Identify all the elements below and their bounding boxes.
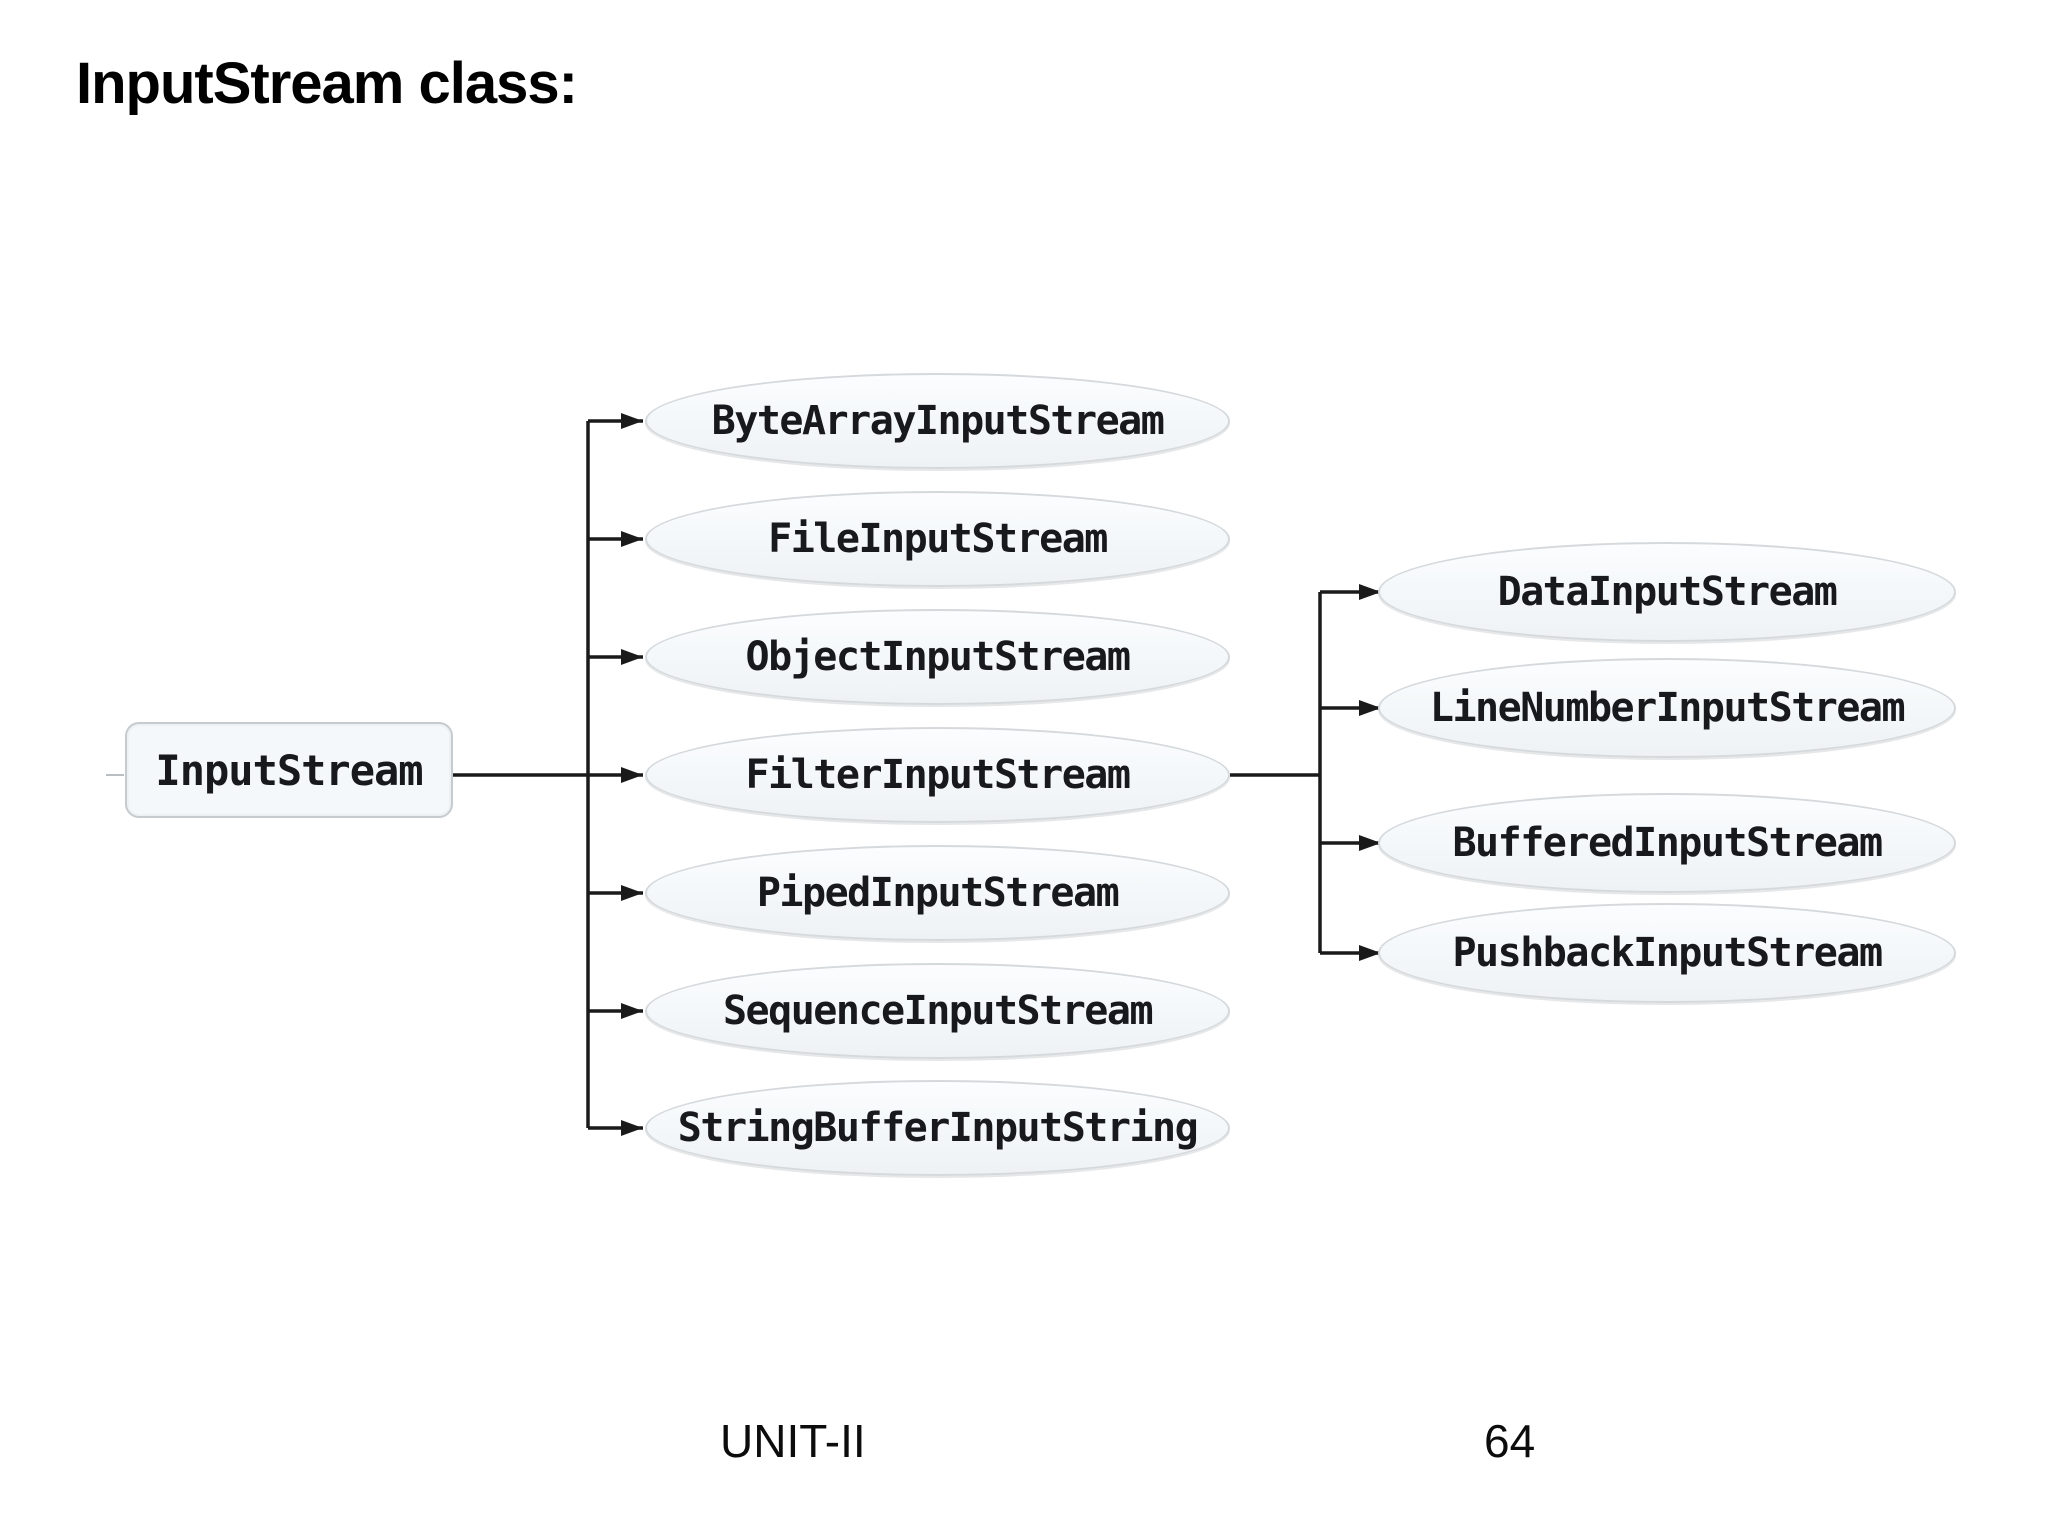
node-bytearrayinputstream: ByteArrayInputStream	[645, 373, 1230, 469]
footer-unit-label: UNIT-II	[720, 1415, 866, 1467]
page-title: InputStream class:	[76, 51, 578, 116]
node-fileinputstream: FileInputStream	[645, 491, 1230, 587]
node-datainputstream-label: DataInputStream	[1497, 569, 1838, 615]
node-filterinputstream: FilterInputStream	[645, 727, 1230, 823]
footer-page-number: 64	[1484, 1415, 1536, 1467]
node-linenumberinputstream: LineNumberInputStream	[1378, 658, 1956, 758]
node-pushbackinputstream: PushbackInputStream	[1378, 903, 1956, 1003]
node-sequenceinputstream: SequenceInputStream	[645, 963, 1230, 1059]
node-objectinputstream-label: ObjectInputStream	[745, 634, 1131, 680]
node-linenumberinputstream-label: LineNumberInputStream	[1429, 685, 1906, 731]
node-filterinputstream-label: FilterInputStream	[745, 752, 1131, 798]
node-bufferedinputstream: BufferedInputStream	[1378, 793, 1956, 893]
node-bufferedinputstream-label: BufferedInputStream	[1452, 820, 1883, 866]
node-pushbackinputstream-label: PushbackInputStream	[1452, 930, 1883, 976]
node-datainputstream: DataInputStream	[1378, 542, 1956, 642]
node-objectinputstream: ObjectInputStream	[645, 609, 1230, 705]
node-stringbufferinputstring-label: StringBufferInputString	[677, 1105, 1199, 1151]
node-sequenceinputstream-label: SequenceInputStream	[722, 988, 1154, 1034]
node-bytearrayinputstream-label: ByteArrayInputStream	[711, 398, 1165, 444]
node-inputstream-label: InputStream	[155, 745, 423, 795]
node-fileinputstream-label: FileInputStream	[768, 516, 1108, 562]
node-pipedinputstream-label: PipedInputStream	[756, 870, 1120, 916]
node-stringbufferinputstring: StringBufferInputString	[645, 1080, 1230, 1176]
node-pipedinputstream: PipedInputStream	[645, 845, 1230, 941]
node-inputstream: InputStream	[125, 722, 453, 818]
